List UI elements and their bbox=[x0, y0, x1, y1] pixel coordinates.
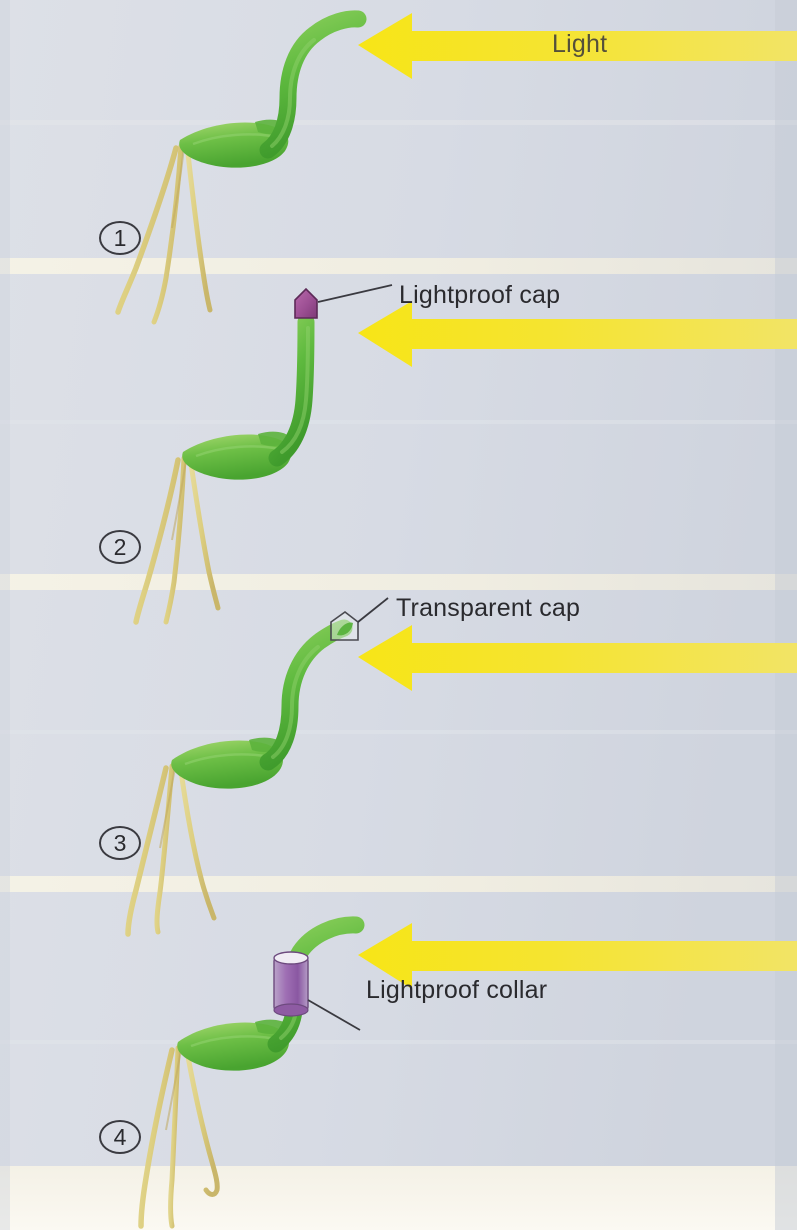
lightproof-collar-label: Lightproof collar bbox=[366, 976, 548, 1004]
step-number-2: 2 bbox=[99, 530, 141, 564]
seedling-1-roots bbox=[115, 142, 213, 325]
lightproof-cap-label: Lightproof cap bbox=[399, 281, 561, 309]
lightproof-collar-leader bbox=[307, 999, 361, 1031]
lightproof-collar bbox=[273, 951, 309, 1017]
transparent-cap-leader bbox=[357, 597, 389, 623]
seedling-3 bbox=[125, 597, 389, 937]
lightproof-cap bbox=[294, 287, 318, 319]
light-arrow-2 bbox=[358, 301, 797, 367]
seedling-2 bbox=[133, 284, 393, 625]
seedling-4-roots bbox=[138, 1043, 220, 1229]
seedling-3-shoot bbox=[259, 619, 353, 771]
light-label: Light bbox=[552, 30, 608, 58]
seedling-3-roots bbox=[125, 761, 217, 937]
step-number-3: 3 bbox=[99, 826, 141, 860]
seedling-2-roots bbox=[133, 454, 221, 625]
step-number-4: 4 bbox=[99, 1120, 141, 1154]
lightproof-cap-leader bbox=[317, 284, 393, 303]
transparent-cap bbox=[330, 611, 359, 641]
seedling-1 bbox=[115, 10, 367, 325]
light-arrow-1 bbox=[358, 13, 797, 79]
step-number-1: 1 bbox=[99, 221, 141, 255]
seedling-4 bbox=[138, 916, 365, 1229]
transparent-cap-label: Transparent cap bbox=[396, 594, 581, 622]
light-arrow-4 bbox=[358, 923, 797, 989]
seedling-4-leaf bbox=[177, 1022, 289, 1071]
seedling-3-leaf bbox=[171, 740, 283, 789]
light-arrow-3 bbox=[358, 625, 797, 691]
